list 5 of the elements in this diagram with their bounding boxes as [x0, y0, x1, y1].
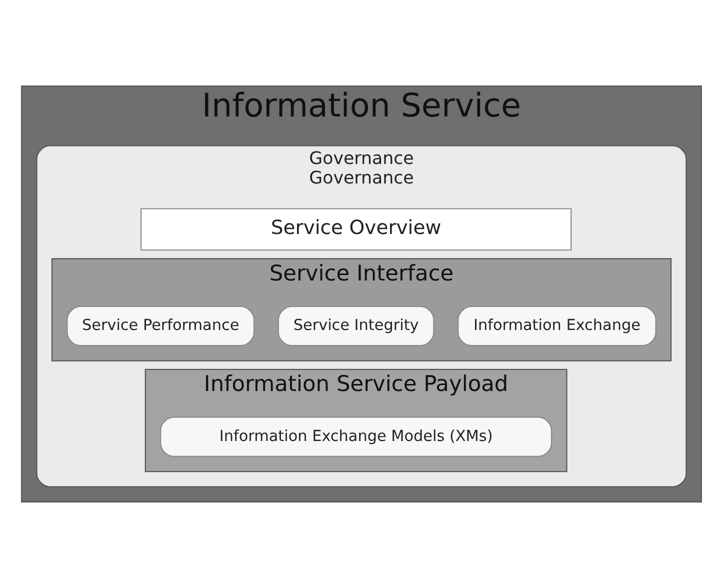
node-box: Information Exchange Models (XMs)	[160, 416, 552, 456]
node-box: Service Overview	[140, 208, 572, 250]
node-box: Service Performance	[66, 305, 255, 346]
node-box: Information Exchange	[458, 305, 656, 346]
node-box: Service Integrity	[278, 305, 434, 346]
